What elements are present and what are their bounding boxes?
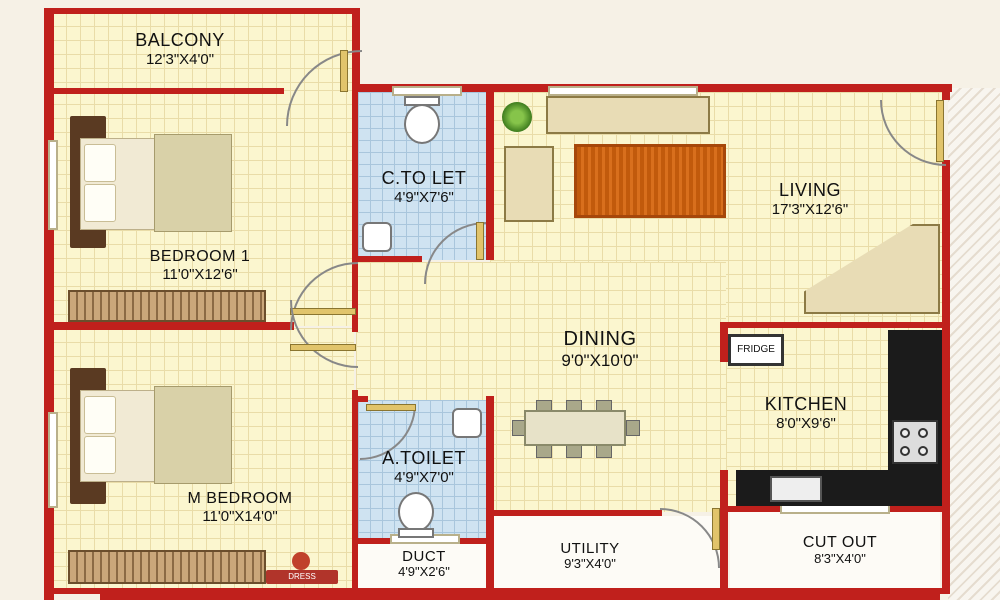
wall: [352, 390, 358, 592]
kitchen-label: KITCHEN 8'0"X9'6": [726, 394, 886, 432]
window: [548, 86, 698, 96]
window: [48, 412, 58, 508]
fridge: FRIDGE: [728, 334, 784, 366]
blanket: [154, 386, 232, 484]
stove: [892, 420, 938, 464]
room-dimensions: 4'9"X7'6": [394, 188, 454, 206]
rug: [574, 144, 726, 218]
toilet-tank: [398, 528, 434, 538]
sofa: [546, 96, 710, 134]
wall: [720, 322, 950, 328]
wardrobe: [68, 550, 266, 584]
wash-basin: [452, 408, 482, 438]
dressing-table: DRESS: [266, 570, 338, 584]
kitchen-sink: [770, 476, 822, 502]
wall: [100, 594, 940, 600]
wardrobe: [68, 290, 266, 322]
sofa-chair: [504, 146, 554, 222]
blanket: [154, 134, 232, 232]
room-dimensions: 9'3"X4'0": [564, 556, 616, 572]
room-dimensions: 9'0"X10'0": [561, 351, 639, 370]
bedroom1-label: BEDROOM 1 11'0"X12'6": [120, 248, 280, 284]
wall: [352, 92, 358, 260]
cut-out-floor: [730, 512, 940, 592]
utility-label: UTILITY 9'3"X4'0": [510, 540, 670, 572]
toilet: [404, 104, 440, 144]
door: [712, 508, 720, 550]
wall: [486, 396, 494, 592]
dressing-stool: [292, 552, 310, 570]
room-dimensions: 8'0"X9'6": [776, 414, 836, 432]
dining-table: [524, 410, 626, 446]
window: [392, 86, 462, 96]
room-name: CUT OUT: [802, 534, 878, 551]
exterior-hatched-area: [948, 88, 1000, 600]
attached-toilet-label: A.TOILET 4'9"X7'0": [360, 448, 488, 486]
room-dimensions: 8'3"X4'0": [814, 551, 866, 567]
room-name: DINING: [563, 328, 637, 350]
room-name: M BEDROOM: [187, 490, 293, 507]
wall: [44, 588, 950, 594]
room-name: DUCT: [402, 548, 446, 565]
room-name: KITCHEN: [764, 394, 848, 414]
cut-out-label: CUT OUT 8'3"X4'0": [760, 534, 920, 567]
room-name: BALCONY: [135, 30, 225, 50]
living-label: LIVING 17'3"X12'6": [730, 180, 890, 218]
duct-floor: [358, 542, 488, 592]
wash-basin: [362, 222, 392, 252]
door: [366, 404, 416, 411]
door: [936, 100, 944, 162]
room-dimensions: 4'9"X2'6": [398, 564, 450, 580]
wall: [942, 84, 950, 100]
room-dimensions: 17'3"X12'6": [771, 200, 849, 218]
burner-icon: [918, 428, 928, 438]
room-dimensions: 11'0"X12'6": [162, 266, 238, 284]
duct-label: DUCT 4'9"X2'6": [360, 548, 488, 580]
wall: [54, 88, 284, 94]
wall: [352, 396, 368, 402]
room-name: BEDROOM 1: [149, 248, 251, 265]
wall: [486, 92, 494, 260]
dining-chair: [596, 444, 612, 458]
room-name: C.TO LET: [381, 168, 467, 188]
balcony-floor: [52, 12, 352, 90]
balcony-label: BALCONY 12'3"X4'0": [90, 30, 270, 68]
room-name: A.TOILET: [382, 448, 466, 468]
room-dimensions: 11'0"X14'0": [202, 508, 278, 526]
burner-icon: [900, 446, 910, 456]
pillow: [84, 184, 116, 222]
wall: [44, 8, 54, 600]
dining-chair: [536, 444, 552, 458]
door: [476, 222, 484, 260]
wall: [352, 256, 422, 262]
room-name: LIVING: [778, 180, 842, 200]
wall: [44, 8, 360, 14]
wall: [492, 510, 662, 516]
dining-label: DINING 9'0"X10'0": [520, 328, 680, 371]
toilet: [398, 492, 434, 532]
room-dimensions: 12'3"X4'0": [145, 50, 215, 68]
common-toilet-label: C.TO LET 4'9"X7'6": [360, 168, 488, 206]
master-bedroom-label: M BEDROOM 11'0"X14'0": [160, 490, 320, 526]
wall: [54, 322, 294, 330]
room-dimensions: 4'9"X7'0": [394, 468, 454, 486]
pillow: [84, 396, 116, 434]
plant: [502, 102, 532, 132]
burner-icon: [918, 446, 928, 456]
door: [290, 344, 356, 351]
wall: [720, 322, 728, 362]
kitchen-counter: [736, 470, 942, 506]
wall: [942, 160, 950, 590]
room-name: UTILITY: [560, 540, 620, 557]
wall: [720, 470, 728, 592]
burner-icon: [900, 428, 910, 438]
dining-chair: [566, 444, 582, 458]
door: [340, 50, 348, 92]
pillow: [84, 144, 116, 182]
dining-chair: [626, 420, 640, 436]
window: [48, 140, 58, 230]
pillow: [84, 436, 116, 474]
